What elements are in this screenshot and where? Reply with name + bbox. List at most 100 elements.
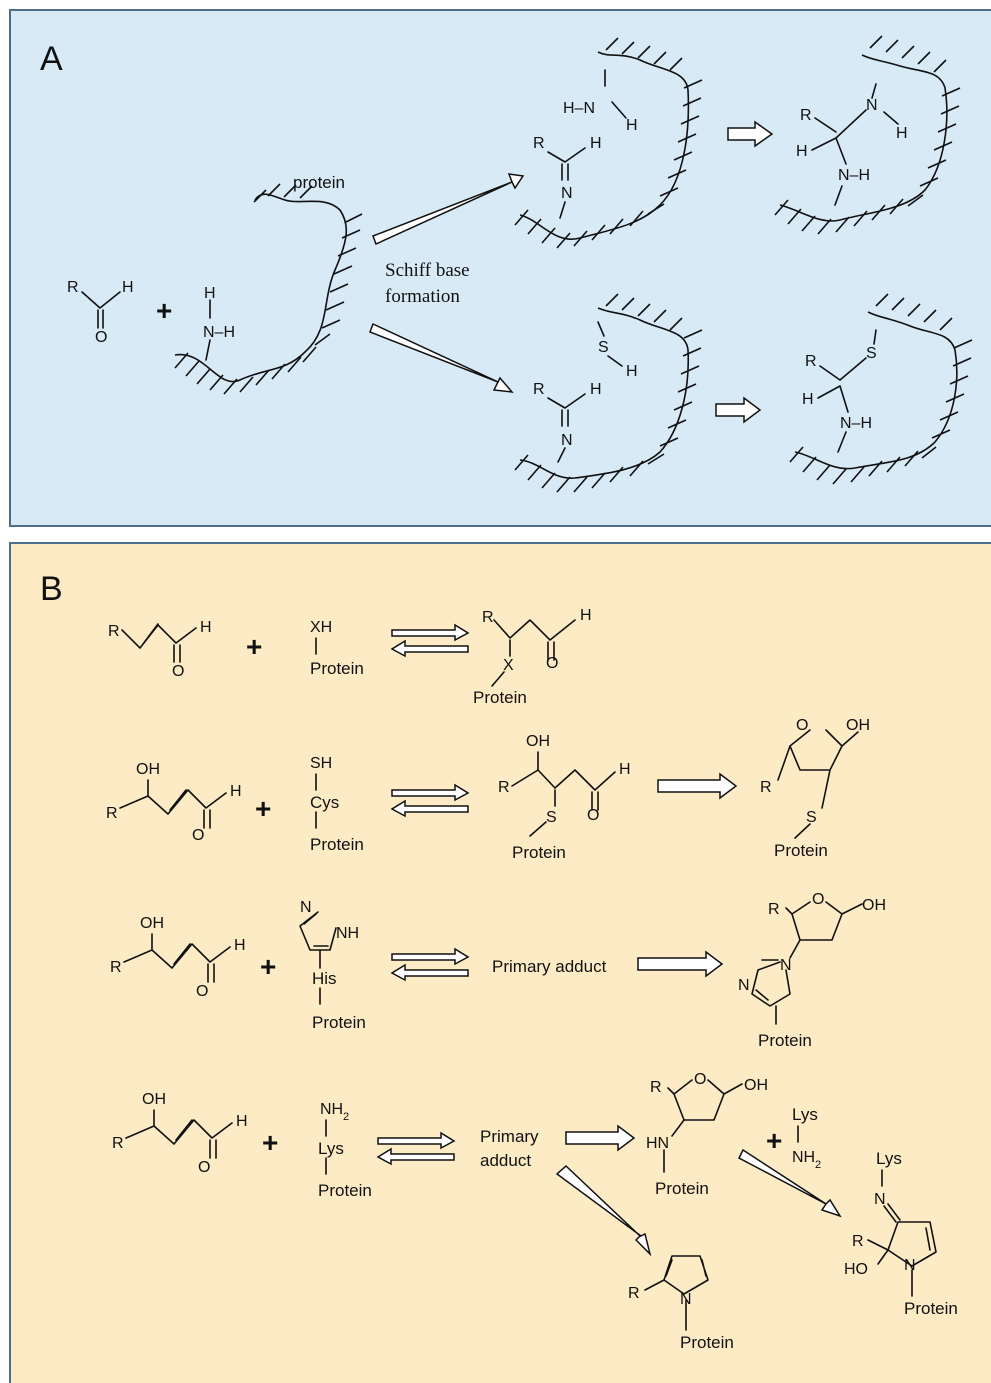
protein-label: protein [293, 173, 345, 192]
atom-r: R [108, 623, 120, 640]
atom-nh: N–H [203, 324, 235, 341]
atom-h: H [796, 143, 808, 160]
atom-nh: N–H [840, 415, 872, 432]
aldehyde-molecule: R H O [67, 279, 134, 346]
atom-n: N [866, 97, 878, 114]
atom-o: O [587, 807, 599, 824]
atom-s: S [546, 809, 557, 826]
panel-b-label: B [40, 570, 63, 608]
row4-hemiacetal: R O OH HN Protein [646, 1071, 768, 1198]
atom-r: R [112, 1135, 124, 1152]
atom-sh: SH [310, 755, 332, 772]
atom-oh: OH [862, 897, 886, 914]
protein-amine: protein H N–H [174, 173, 363, 395]
atom-oh: OH [142, 1091, 166, 1108]
atom-s: S [598, 339, 609, 356]
atom-h: H [204, 285, 216, 302]
panel-a [9, 9, 991, 527]
arrow-lower-product [715, 396, 762, 424]
atom-ho: HO [844, 1261, 868, 1278]
panel-a-label: A [40, 40, 63, 78]
plus-sign: + [262, 1127, 278, 1158]
arrow-up-right [372, 173, 525, 246]
arrow-down-right [369, 322, 514, 393]
schiff-label-2: formation [385, 286, 460, 307]
atom-h: H [234, 937, 246, 954]
row4-second-lysine: Lys NH 2 [792, 1105, 821, 1171]
atom-hn: HN [646, 1135, 669, 1152]
atom-r: R [498, 779, 510, 796]
atom-nh2: NH [792, 1149, 815, 1166]
row2-hne: OH R H O [106, 761, 242, 844]
atom-h: H [200, 619, 212, 636]
atom-oh: OH [526, 733, 550, 750]
row4-arrow-down [555, 1164, 652, 1257]
pyrrolinone-product: Lys N R HO N Protein [844, 1149, 958, 1318]
atom-r: R [482, 609, 494, 626]
subscript-2: 2 [343, 1111, 349, 1123]
protein-label: Protein [310, 835, 364, 854]
lys-label: Lys [876, 1149, 902, 1168]
atom-o: O [694, 1071, 706, 1088]
protein-label: Protein [655, 1179, 709, 1198]
atom-n: N [561, 432, 573, 449]
atom-oh: OH [744, 1077, 768, 1094]
row4-lysine: NH 2 Lys Protein [318, 1101, 372, 1200]
atom-oh: OH [846, 717, 870, 734]
atom-h: H [626, 117, 638, 134]
atom-r: R [760, 779, 772, 796]
atom-oh: OH [140, 915, 164, 932]
atom-o: O [172, 663, 184, 680]
atom-r: R [533, 381, 545, 398]
subscript-2: 2 [815, 1159, 821, 1171]
plus-sign: + [246, 631, 262, 662]
row1-nucleophile: XH Protein [310, 619, 364, 678]
schiff-intermediate-amine: H–N H R H N [514, 37, 703, 249]
atom-h: H [580, 607, 592, 624]
panel-b [9, 542, 991, 1383]
atom-s: S [806, 809, 817, 826]
atom-h: H [896, 125, 908, 142]
atom-r: R [800, 107, 812, 124]
atom-n: N [680, 1291, 692, 1308]
atom-nh: NH [336, 925, 359, 942]
atom-n: N [904, 1257, 916, 1274]
cyclic-aminal-product: R H N H N–H [774, 35, 961, 235]
protein-label: Protein [904, 1299, 958, 1318]
schiff-label-1: Schiff base [385, 260, 470, 281]
row1-adduct: R H X O Protein [473, 607, 592, 707]
atom-n: N [780, 957, 792, 974]
atom-x: X [503, 657, 514, 674]
atom-n: N [300, 899, 312, 916]
atom-xh: XH [310, 619, 332, 636]
row4-hne: OH R H O [112, 1091, 248, 1176]
adduct-label: adduct [480, 1151, 531, 1170]
plus-sign: + [766, 1125, 782, 1156]
atom-h: H [590, 135, 602, 152]
pyrrole-product: R N Protein [628, 1255, 734, 1352]
atom-o: O [198, 1159, 210, 1176]
atom-r: R [768, 901, 780, 918]
atom-r: R [852, 1233, 864, 1250]
atom-o: O [196, 983, 208, 1000]
protein-label: Protein [473, 688, 527, 707]
row2-equilibrium-arrows [390, 783, 470, 818]
row4-arrow-right [565, 1124, 636, 1152]
atom-r: R [805, 353, 817, 370]
atom-n: N [874, 1191, 886, 1208]
plus-sign: + [255, 793, 271, 824]
his-label: His [312, 969, 337, 988]
primary-label: Primary [480, 1127, 539, 1146]
cys-label: Cys [310, 793, 339, 812]
protein-label: Protein [774, 841, 828, 860]
plus-sign: + [260, 951, 276, 982]
row3-histidine: N NH His Protein [299, 899, 366, 1032]
atom-r: R [533, 135, 545, 152]
atom-h: H [626, 363, 638, 380]
atom-nh: N–H [838, 167, 870, 184]
protein-label: Protein [312, 1013, 366, 1032]
atom-h: H [122, 279, 134, 296]
atom-r: R [106, 805, 118, 822]
protein-label: Protein [512, 843, 566, 862]
protein-label: Protein [680, 1333, 734, 1352]
